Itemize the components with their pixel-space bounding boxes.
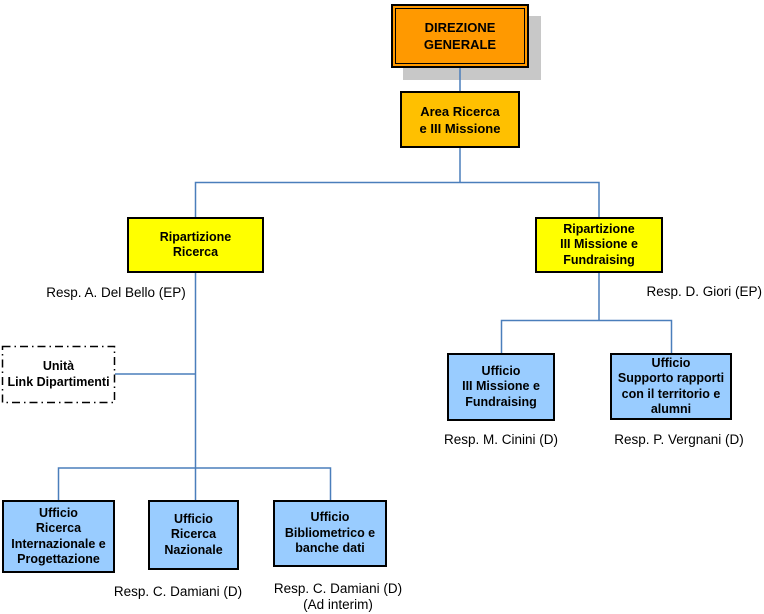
node-area-ricerca: Area Ricerca e III Missione xyxy=(400,91,520,148)
label-resp-damiani-interim: Resp. C. Damiani (D) (Ad interim) xyxy=(273,581,403,612)
node-ufficio-ricerca-internazionale: Ufficio Ricerca Internazionale e Progett… xyxy=(2,500,115,573)
node-ufficio-supporto-rapporti: Ufficio Supporto rapporti con il territo… xyxy=(610,353,732,420)
node-ripartizione-iii-missione: Ripartizione III Missione e Fundraising xyxy=(535,217,663,273)
unita-link-dashed-border xyxy=(1,345,116,404)
label-resp-giori: Resp. D. Giori (EP) xyxy=(646,284,762,299)
node-direzione-generale: DIREZIONE GENERALE xyxy=(391,4,529,68)
label-resp-damiani: Resp. C. Damiani (D) xyxy=(113,584,243,599)
label-resp-vergnani: Resp. P. Vergnani (D) xyxy=(614,432,744,447)
node-ripartizione-ricerca: Ripartizione Ricerca xyxy=(127,217,264,273)
node-unita-link-dipartimenti: Unità Link Dipartimenti xyxy=(7,359,110,389)
node-ufficio-iii-missione: Ufficio III Missione e Fundraising xyxy=(447,353,555,421)
node-ufficio-bibliometrico: Ufficio Bibliometrico e banche dati xyxy=(273,500,387,567)
node-ufficio-ricerca-nazionale: Ufficio Ricerca Nazionale xyxy=(148,500,239,570)
node-direzione-generale-label: DIREZIONE GENERALE xyxy=(395,8,525,64)
connector-left-split xyxy=(57,467,332,500)
connector-right-split xyxy=(500,319,673,353)
label-resp-cinini: Resp. M. Cinini (D) xyxy=(443,432,559,447)
label-resp-del-bello: Resp. A. Del Bello (EP) xyxy=(46,285,186,300)
connector-main-split xyxy=(194,181,600,217)
